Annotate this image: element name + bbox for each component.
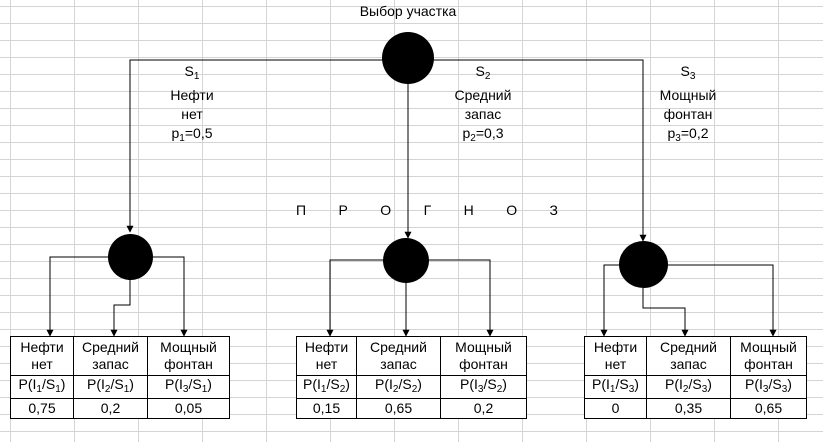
table-value-row: 0 0,35 0,65 bbox=[584, 398, 807, 419]
value-cell: 0,35 bbox=[646, 398, 731, 419]
root-decision-node bbox=[382, 32, 434, 84]
forecast-letter: З bbox=[549, 202, 558, 218]
diagram-title: Выбор участка bbox=[359, 3, 457, 19]
state-label-s2: S2 Средний запас p2=0,3 bbox=[454, 63, 512, 144]
branch-s3-arrow bbox=[408, 59, 647, 242]
chance-node-s3 bbox=[619, 241, 668, 288]
forecast-letter: Г bbox=[423, 202, 432, 218]
prob-cell: P(I1/S2) bbox=[296, 375, 357, 399]
value-cell: 0,2 bbox=[73, 398, 148, 419]
prob-cell: P(I3/S3) bbox=[730, 375, 807, 399]
table-value-row: 0,75 0,2 0,05 bbox=[10, 398, 230, 419]
right-child-2-arrow bbox=[642, 288, 689, 337]
table-prob-row: P(I1/S1) P(I2/S1) P(I3/S1) bbox=[10, 375, 230, 399]
forecast-letter: П bbox=[296, 202, 307, 218]
prob-cell: P(I2/S1) bbox=[73, 375, 148, 399]
forecast-letter: Р bbox=[338, 202, 348, 218]
table-prob-row: P(I1/S2) P(I2/S2) P(I3/S2) bbox=[296, 375, 527, 399]
value-cell: 0,05 bbox=[147, 398, 230, 419]
chance-node-s2 bbox=[383, 238, 429, 283]
forecast-label: П Р О Г Н О З bbox=[296, 202, 558, 218]
middle-child-3-arrow bbox=[406, 259, 494, 337]
value-cell: 0,15 bbox=[296, 398, 357, 419]
value-cell: 0,75 bbox=[10, 398, 74, 419]
forecast-letter: Н bbox=[463, 202, 474, 218]
prob-cell: P(I3/S2) bbox=[440, 375, 527, 399]
prob-cell: P(I1/S1) bbox=[10, 375, 74, 399]
prob-cell: P(I1/S3) bbox=[584, 375, 647, 399]
forecast-letter: О bbox=[380, 202, 392, 218]
value-cell: 0,65 bbox=[730, 398, 807, 419]
chance-node-s1 bbox=[108, 234, 153, 280]
prob-cell: P(I2/S2) bbox=[356, 375, 441, 399]
state-label-s1: S1 Нефти нет p1=0,5 bbox=[170, 63, 214, 144]
left-child-1-arrow bbox=[46, 256, 130, 337]
forecast-letter: О bbox=[506, 202, 518, 218]
left-child-2-arrow bbox=[110, 280, 131, 337]
table-value-row: 0,15 0,65 0,2 bbox=[296, 398, 527, 419]
state-label-s3: S3 Мощный фонтан p3=0,2 bbox=[659, 63, 717, 144]
table-prob-row: P(I1/S3) P(I2/S3) P(I3/S3) bbox=[584, 375, 807, 399]
value-cell: 0,2 bbox=[440, 398, 527, 419]
prob-cell: P(I2/S3) bbox=[646, 375, 731, 399]
prob-cell: P(I3/S1) bbox=[147, 375, 230, 399]
value-cell: 0,65 bbox=[356, 398, 441, 419]
middle-child-1-arrow bbox=[326, 259, 406, 337]
value-cell: 0 bbox=[584, 398, 647, 419]
branch-s1-arrow bbox=[126, 59, 408, 233]
right-child-3-arrow bbox=[643, 264, 777, 337]
